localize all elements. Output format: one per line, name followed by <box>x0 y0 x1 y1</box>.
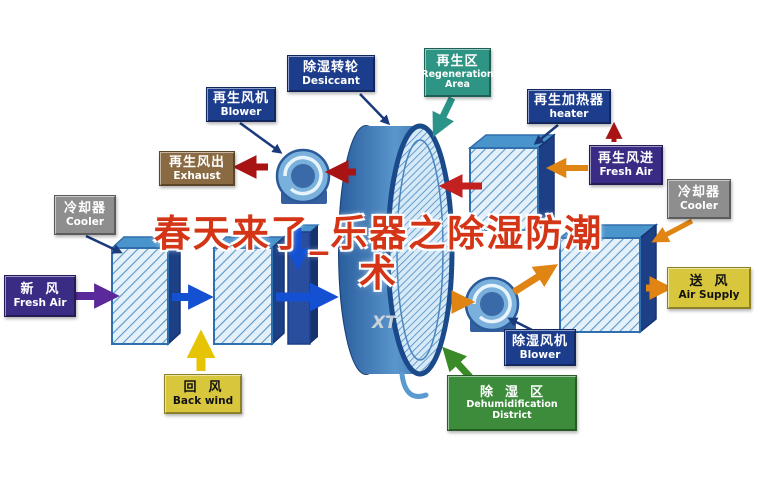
label-dehumid-blower-zh: 除湿风机 <box>511 333 568 349</box>
air-unit-right <box>557 223 659 334</box>
label-regen-area-zh: 再生区 <box>436 54 479 70</box>
label-exhaust: 再生风出 Exhaust <box>159 151 235 186</box>
label-fresh-air-zh: 新 风 <box>20 282 60 298</box>
desiccant-wheel <box>338 123 455 399</box>
label-dehumid-district-en: Dehumidification District <box>466 399 558 421</box>
arrow-regen-area-pointer <box>432 96 456 138</box>
label-fresh-air-en: Fresh Air <box>13 297 67 310</box>
label-air-supply-zh: 送 风 <box>689 274 729 290</box>
arrow-fan-to-unit <box>512 264 559 295</box>
filter-panel <box>286 224 320 345</box>
label-desiccant-en: Desiccant <box>302 74 360 87</box>
label-regen-fresh-air: 再生风进 Fresh Air <box>589 145 663 185</box>
label-back-wind-zh: 回 风 <box>183 380 223 396</box>
connector-dehumid-blower-label <box>507 317 533 332</box>
regen-blower-fan <box>275 148 331 204</box>
label-desiccant-wheel: 除湿转轮 Desiccant <box>287 55 375 92</box>
label-fresh-air: 新 风 Fresh Air <box>4 275 76 317</box>
connector-regen-blower-label <box>239 121 283 154</box>
label-regen-blower-en: Blower <box>220 105 262 118</box>
label-regen-fresh-air-en: Fresh Air <box>599 166 653 179</box>
label-regeneration-area: 再生区 Regeneration Area <box>421 48 494 97</box>
label-regen-heater-en: heater <box>549 107 589 120</box>
label-regen-blower: 再生风机 Blower <box>206 87 276 122</box>
air-unit-left-1 <box>110 235 182 346</box>
label-air-supply: 送 风 Air Supply <box>667 267 751 309</box>
arrow-dehumid-area-pointer <box>442 346 473 380</box>
label-dehumid-district-zh: 除 湿 区 <box>479 384 545 400</box>
label-dehumid-district: 除 湿 区 Dehumidification District <box>447 375 577 431</box>
label-regen-fresh-air-zh: 再生风进 <box>597 151 654 167</box>
label-cooler-left-zh: 冷却器 <box>63 201 106 217</box>
dehumid-blower-fan <box>464 276 520 332</box>
label-back-wind-en: Back wind <box>172 395 234 408</box>
connector-desiccant-label <box>359 93 391 126</box>
wheel-foot-shape <box>399 371 429 399</box>
air-unit-left-2 <box>212 235 286 346</box>
watermark-text: XT <box>371 313 398 333</box>
label-regen-heater: 再生加热器 heater <box>527 89 611 124</box>
label-cooler-left: 冷却器 Cooler <box>54 195 116 235</box>
label-air-supply-en: Air Supply <box>678 289 740 302</box>
label-regen-blower-zh: 再生风机 <box>212 90 269 106</box>
label-exhaust-en: Exhaust <box>173 169 221 182</box>
label-cooler-right: 冷却器 Cooler <box>667 179 731 219</box>
label-cooler-right-en: Cooler <box>679 200 719 213</box>
label-dehumid-blower-en: Blower <box>519 348 561 361</box>
air-unit-upper-right <box>467 133 557 232</box>
label-cooler-left-en: Cooler <box>65 216 105 229</box>
label-back-wind: 回 风 Back wind <box>164 374 242 414</box>
label-regen-area-en: Regeneration Area <box>421 68 494 91</box>
label-dehumid-blower: 除湿风机 Blower <box>504 329 576 366</box>
label-exhaust-zh: 再生风出 <box>168 154 225 170</box>
connector-heater-label <box>533 124 559 145</box>
connector-cooler-left-label <box>85 234 123 254</box>
label-cooler-right-zh: 冷却器 <box>677 185 720 201</box>
arrow-cooler-right <box>651 218 694 243</box>
label-desiccant-zh: 除湿转轮 <box>302 59 359 75</box>
label-regen-heater-zh: 再生加热器 <box>533 92 604 108</box>
